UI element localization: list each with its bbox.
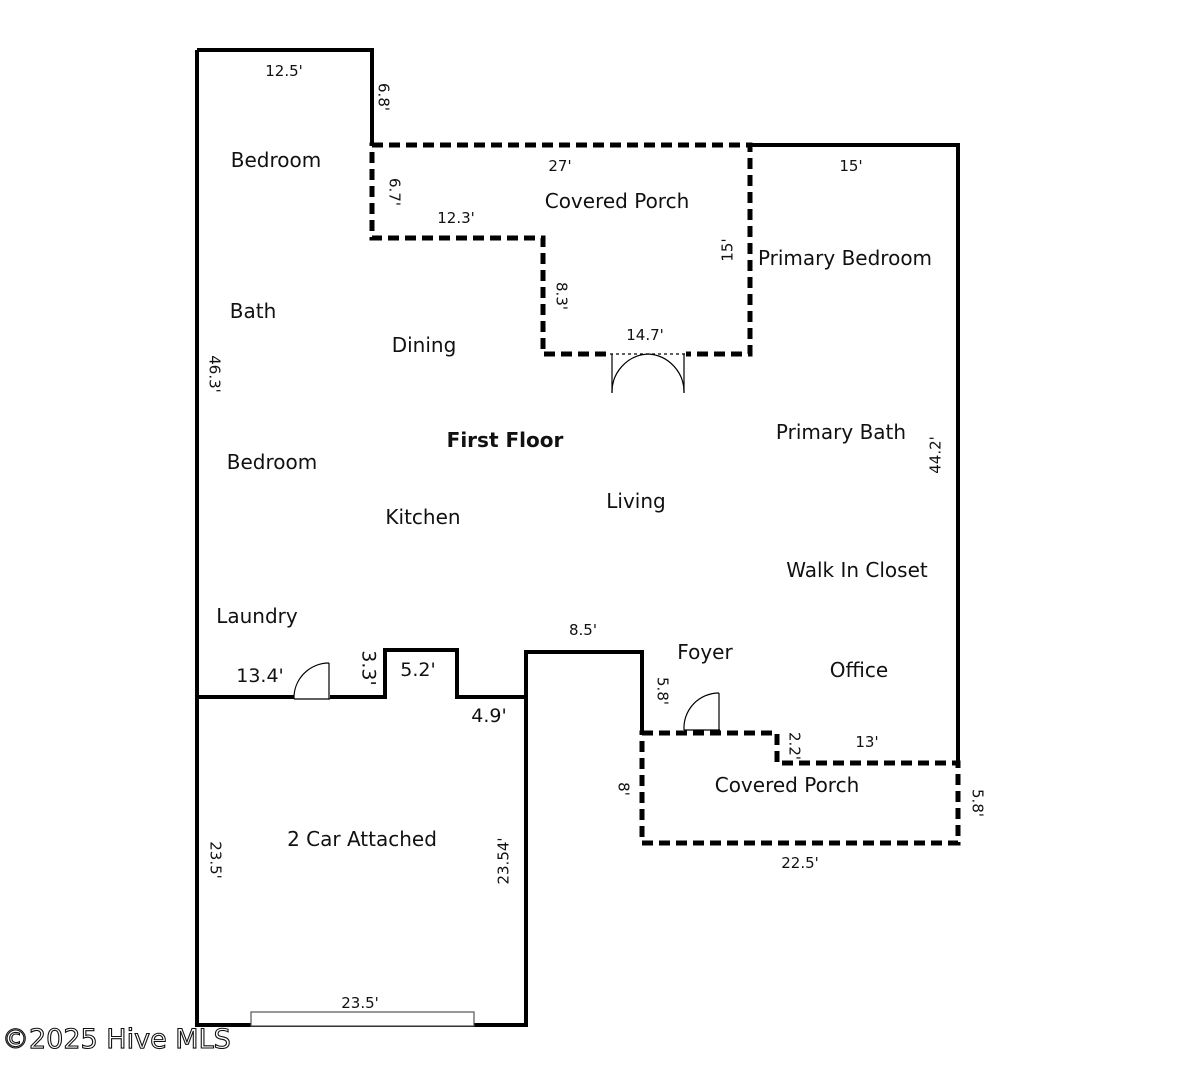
dim-garage-step-right: 4.9'	[471, 705, 506, 727]
room-label-kitchen: Kitchen	[385, 505, 460, 529]
dim-garage-door: 23.5'	[341, 994, 379, 1012]
dim-foyer-width: 8.5'	[569, 621, 597, 639]
house-outline	[195, 48, 960, 1027]
dim-top-left-notch: 6.8'	[375, 83, 393, 111]
dim-garage-right: 23.54'	[495, 837, 513, 884]
room-label-covered-porch-top: Covered Porch	[545, 189, 690, 213]
room-label-garage: 2 Car Attached	[287, 827, 437, 851]
dim-front-porch-top: 13'	[855, 733, 878, 751]
room-label-primary-bath: Primary Bath	[776, 420, 906, 444]
room-label-office: Office	[830, 658, 888, 682]
room-label-bedroom-mid: Bedroom	[227, 450, 317, 474]
dim-porch-step-height: 8.3'	[553, 282, 571, 310]
front-porch-outline	[639, 730, 961, 846]
garage-top-wall	[197, 648, 526, 699]
room-label-covered-porch-bottom: Covered Porch	[715, 773, 860, 797]
watermark: ©2025 Hive MLS	[2, 1024, 231, 1055]
room-label-foyer: Foyer	[677, 640, 733, 664]
garage-entry-door	[293, 662, 330, 701]
garage-door	[250, 1011, 475, 1027]
dim-front-porch-bottom: 22.5'	[781, 854, 819, 872]
dim-garage-left: 23.5'	[207, 841, 225, 879]
dim-primary-width: 15'	[839, 157, 862, 175]
dim-front-porch-right: 5.8'	[969, 789, 987, 817]
dim-porch-top-width: 27'	[548, 157, 571, 175]
dim-right-height: 44.2'	[927, 436, 945, 474]
dim-front-porch-left: 8'	[615, 782, 633, 796]
room-label-primary-bedroom: Primary Bedroom	[758, 246, 932, 270]
dim-garage-top-left: 13.4'	[236, 665, 284, 687]
back-porch-outline	[369, 142, 753, 357]
dim-garage-step-height: 3.3'	[358, 650, 380, 685]
room-label-bedroom-top: Bedroom	[231, 148, 321, 172]
room-label-laundry: Laundry	[216, 604, 298, 628]
floor-title: First Floor	[447, 428, 564, 452]
room-label-living: Living	[606, 489, 665, 513]
dim-foyer-height: 5.8'	[654, 677, 672, 705]
dim-left-height: 46.3'	[206, 355, 224, 393]
dim-porch-right-height: 15'	[719, 238, 737, 261]
room-label-dining: Dining	[392, 333, 457, 357]
dim-garage-step-width: 5.2'	[400, 659, 435, 681]
dim-top-left-width: 12.5'	[265, 62, 303, 80]
room-label-walk-in-closet: Walk In Closet	[786, 558, 928, 582]
front-entry-door	[683, 692, 720, 731]
room-label-bath: Bath	[230, 299, 277, 323]
dim-porch-inner-width: 12.3'	[437, 209, 475, 227]
dim-porch-left-height: 6.7'	[386, 178, 404, 206]
french-door	[610, 351, 686, 394]
dim-porch-bottom-width: 14.7'	[626, 326, 664, 344]
dim-front-porch-notch: 2.2'	[786, 732, 804, 760]
